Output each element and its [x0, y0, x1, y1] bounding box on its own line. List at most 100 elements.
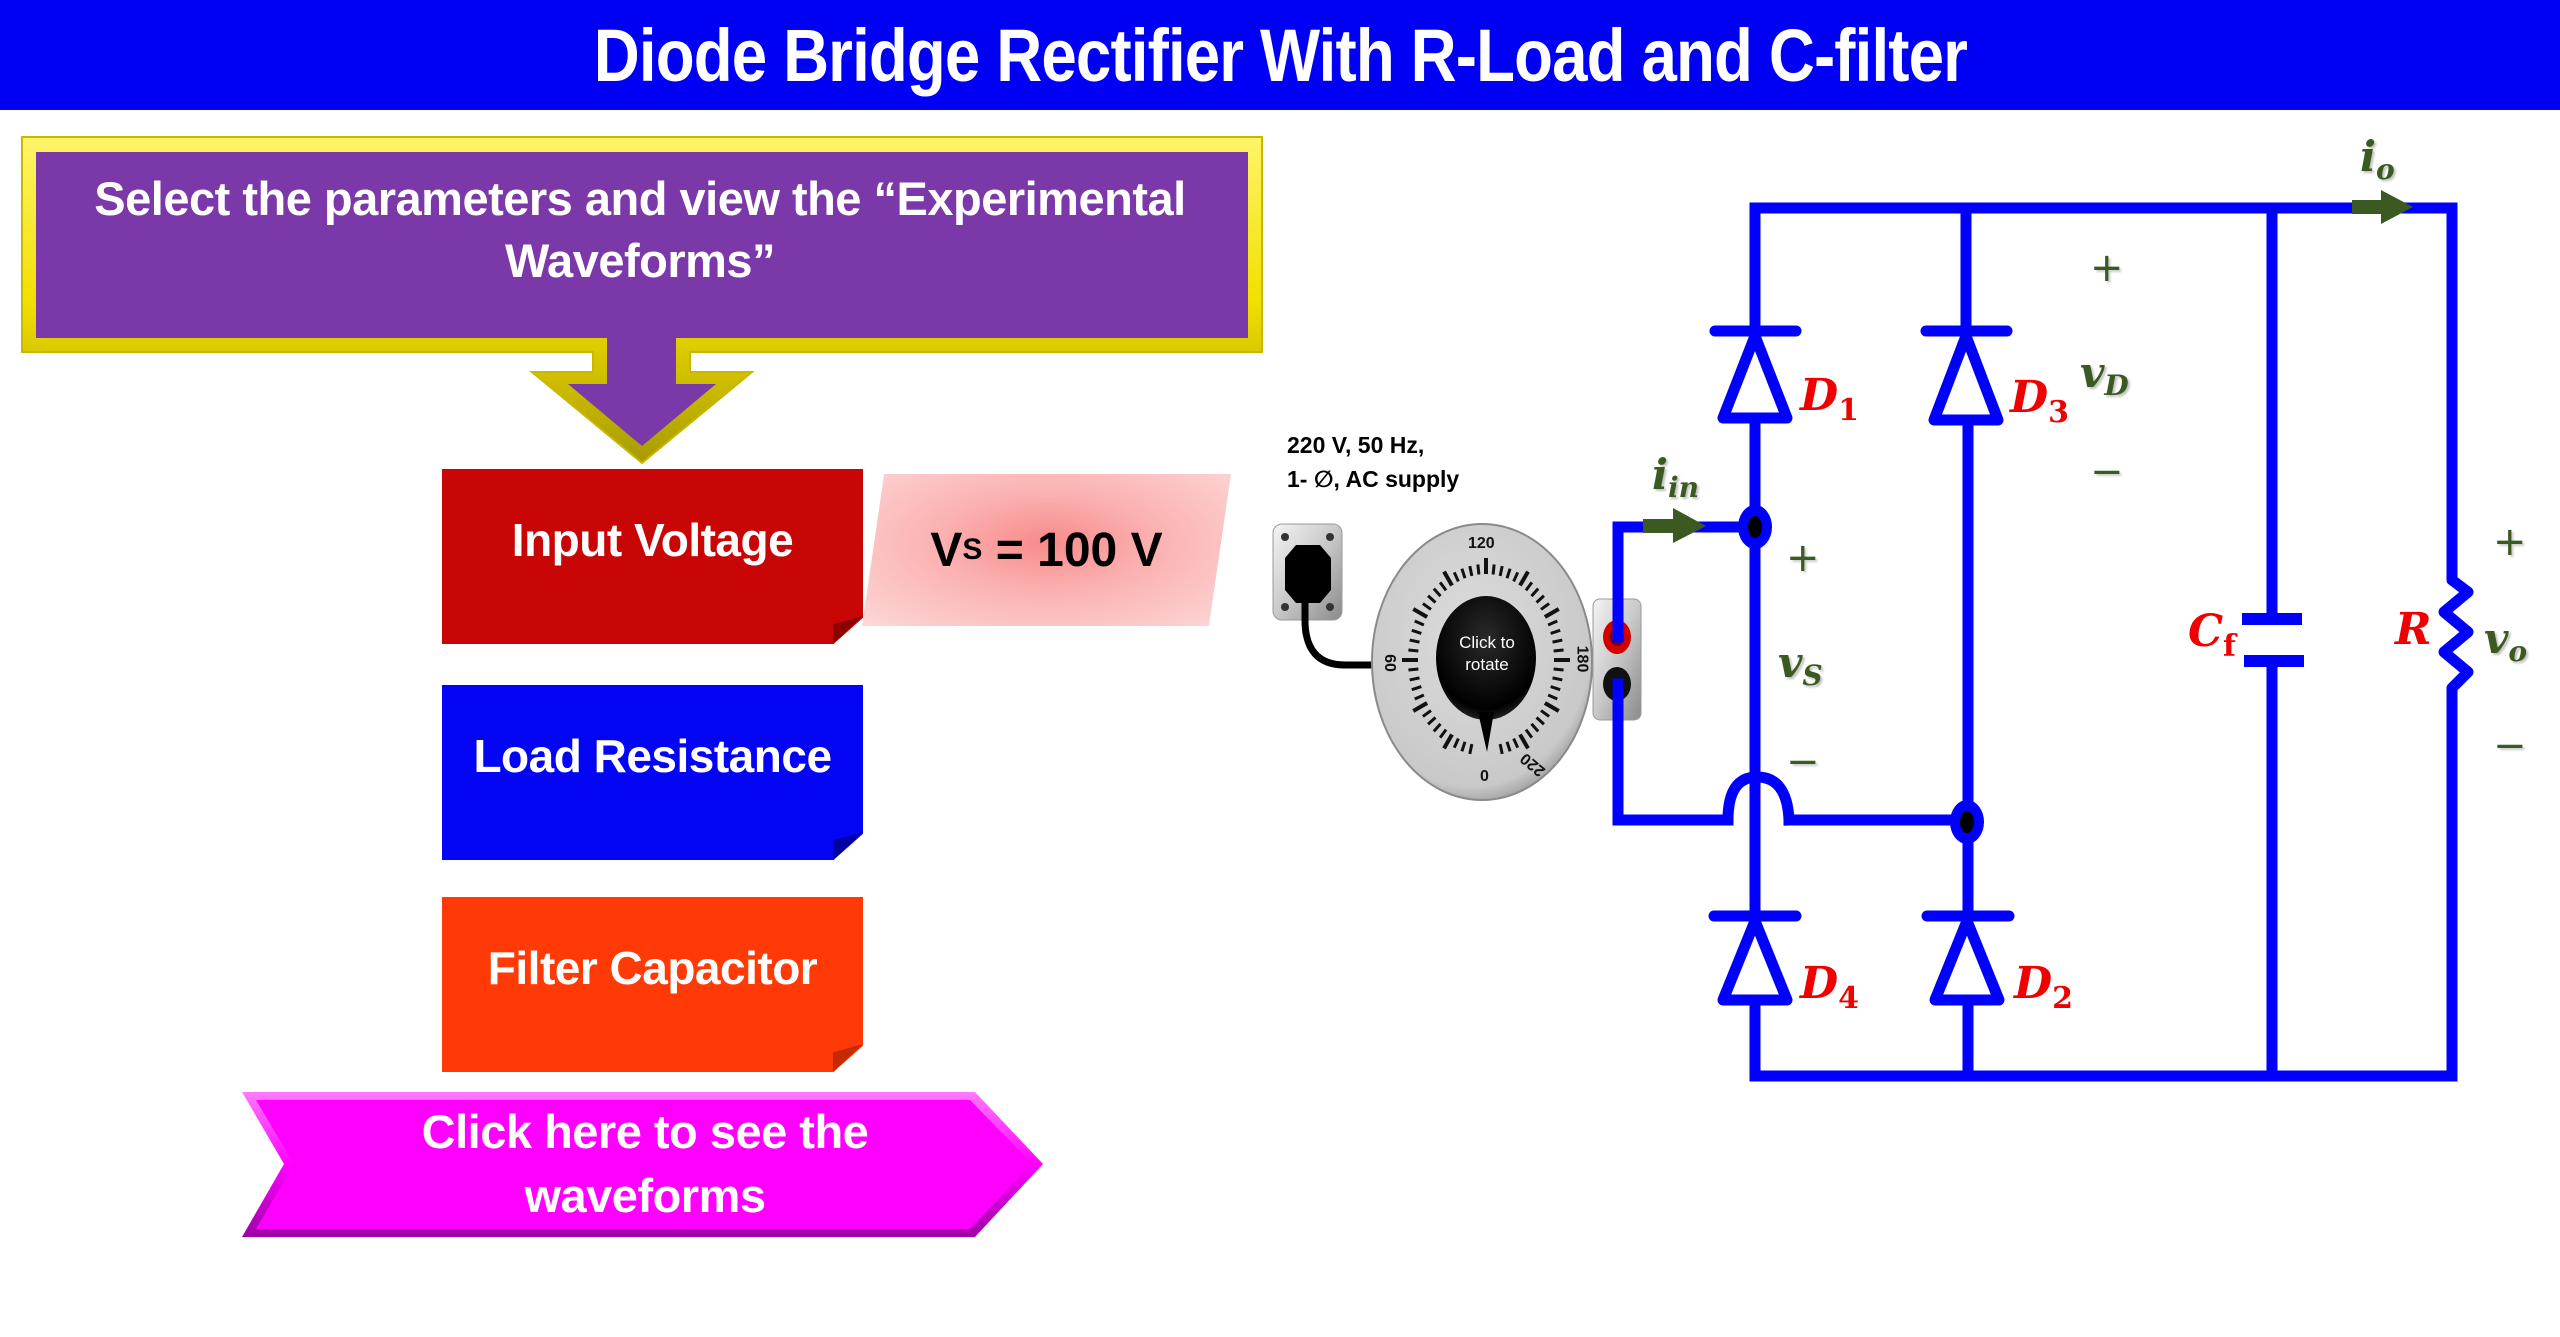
page-fold-decoration: [833, 616, 863, 644]
dial-tick: [1543, 701, 1560, 713]
dial-tick: [1422, 602, 1432, 611]
input-voltage-button[interactable]: Input Voltage: [442, 469, 863, 644]
label-part: f: [2223, 629, 2236, 664]
rotate-knob: [1436, 596, 1536, 720]
diode-d1-symbol: [1709, 325, 1802, 424]
label-part: 1: [1838, 393, 1860, 428]
label-part: i: [1652, 450, 1668, 499]
label-part: v: [1778, 638, 1803, 687]
instruction-line-2: Waveforms”: [504, 234, 776, 287]
output-current-arrow: [2352, 190, 2413, 224]
dial-tick: [1412, 701, 1429, 713]
capacitor-label: Cf: [2188, 606, 2236, 664]
label-part: S: [1802, 659, 1823, 692]
chevron-inner: [256, 1100, 1032, 1229]
dial-tick: [1540, 602, 1550, 611]
dial-tick: [1438, 581, 1448, 592]
output-voltage-plus: +: [2493, 519, 2527, 565]
wire-input-positive: [1612, 521, 1761, 643]
dial-tick: [1432, 587, 1442, 598]
label-part: R: [2395, 604, 2432, 655]
dial-tick: [1460, 568, 1467, 579]
load-resistance-label: Load Resistance: [473, 730, 832, 782]
dial-tick: [1442, 733, 1454, 750]
load-resistance-button[interactable]: Load Resistance: [442, 685, 863, 860]
label-part: in: [1667, 471, 1699, 504]
wire-crossover-hop: [1722, 771, 1795, 826]
dial-tick: [1414, 619, 1425, 627]
dial-label-60: 60: [1380, 654, 1398, 672]
dial-tick: [1432, 722, 1442, 733]
dial-tick: [1505, 568, 1512, 579]
dial-tick: [1409, 638, 1420, 644]
input-current-label: iin: [1652, 450, 1699, 504]
diode-d3-label: D3: [2010, 372, 2069, 430]
vs-subscript: S: [962, 533, 983, 566]
dial-tick: [1498, 565, 1504, 577]
dial-tick: [1552, 638, 1563, 644]
dial-tick: [1547, 619, 1558, 627]
dial-tick: [1512, 571, 1520, 583]
wire-input-negative: [1612, 678, 1734, 826]
dial-tick: [1452, 737, 1460, 749]
autotransformer-dial[interactable]: [1371, 523, 1593, 801]
see-waveforms-line-1: Click here to see the: [421, 1105, 869, 1158]
dial-tick: [1412, 607, 1429, 619]
rotate-knob-label[interactable]: Click to rotate: [1442, 632, 1532, 676]
dial-tick: [1524, 581, 1534, 592]
output-voltage-minus: −: [2493, 723, 2527, 769]
dial-tick: [1518, 570, 1530, 587]
diode-voltage-minus: −: [2090, 449, 2124, 495]
filter-capacitor-button[interactable]: Filter Capacitor: [442, 897, 863, 1072]
dial-tick: [1427, 716, 1437, 726]
see-waveforms-label: Click here to see the waveforms: [300, 1100, 990, 1230]
label-part: C: [2188, 606, 2224, 657]
diode-voltage-label: vD: [2080, 348, 2129, 402]
label-part: o: [2508, 635, 2528, 668]
diode-d2-label: D2: [2014, 958, 2073, 1016]
see-waveforms-button[interactable]: [242, 1092, 1043, 1237]
vs-symbol: V: [930, 523, 963, 577]
label-part: v: [2080, 348, 2105, 397]
title-bar: Diode Bridge Rectifier With R-Load and C…: [0, 0, 2560, 110]
diode-d4-label: D4: [1800, 958, 1859, 1016]
dial-tick: [1547, 693, 1558, 701]
dial-tick: [1422, 709, 1432, 718]
junction-node-a: [1738, 505, 1772, 549]
dial-tick: [1530, 587, 1540, 598]
knob-pointer: [1478, 712, 1494, 752]
dial-tick: [1553, 648, 1564, 653]
input-voltage-label: Input Voltage: [511, 514, 794, 566]
dial-tick: [1524, 728, 1534, 739]
label-part: v: [2484, 614, 2509, 663]
dial-label-180: 180: [1573, 645, 1591, 673]
dial-tick: [1550, 628, 1561, 635]
label-part: D: [1800, 958, 1839, 1009]
capacitor-symbol: [2242, 613, 2304, 667]
dial-tick: [1550, 685, 1561, 692]
label-part: 2: [2052, 981, 2074, 1016]
dial-scale-ticks: [1402, 558, 1570, 755]
source-voltage-plus: +: [1786, 535, 1820, 581]
dial-tick: [1408, 648, 1419, 653]
supply-label-line-2: 1- ∅, AC supply: [1287, 466, 1460, 492]
wall-socket-icon: [1272, 523, 1343, 621]
dial-tick: [1411, 628, 1422, 635]
vs-value: = 100 V: [995, 523, 1163, 577]
rotate-knob-line-1: Click to: [1459, 633, 1515, 652]
page-fold-decoration: [833, 1044, 863, 1072]
wire-bottom-rail: [1749, 694, 2458, 1082]
dial-tick: [1408, 667, 1419, 672]
dial-tick: [1491, 564, 1496, 575]
see-waveforms-line-2: waveforms: [524, 1169, 766, 1222]
dial-tick: [1411, 685, 1422, 692]
dial-tick: [1442, 570, 1454, 587]
page-title: Diode Bridge Rectifier With R-Load and C…: [593, 13, 1967, 97]
dial-tick: [1535, 594, 1545, 604]
diode-d2-symbol: [1921, 910, 2015, 1006]
label-part: D: [2014, 958, 2053, 1009]
dial-tick: [1498, 743, 1504, 755]
rotate-knob-line-2: rotate: [1465, 655, 1509, 674]
source-voltage-minus: −: [1786, 739, 1820, 785]
dial-tick: [1540, 709, 1550, 718]
